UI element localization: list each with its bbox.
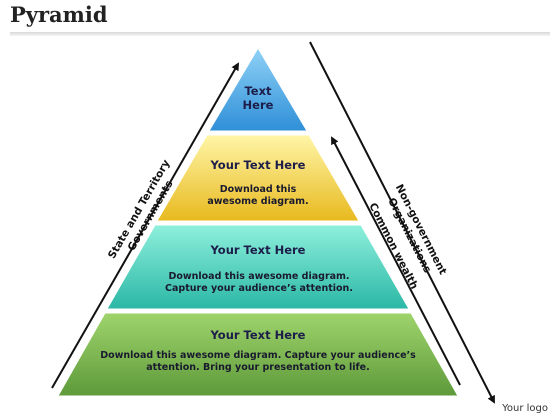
right-outer-down-arrow — [309, 41, 495, 404]
level-2-body: Download this awesome diagram. — [207, 184, 309, 207]
level-3-body: Download this awesome diagram. Capture y… — [165, 271, 353, 294]
level-4-heading: Your Text Here — [210, 328, 306, 342]
pyramid-level-3 — [106, 224, 410, 310]
footer-logo: Your logo — [502, 403, 548, 414]
pyramid-level-1 — [208, 47, 308, 132]
pyramid-level-2 — [156, 134, 360, 222]
level-3-heading: Your Text Here — [210, 243, 306, 257]
level-4-body: Download this awesome diagram. Capture y… — [100, 350, 416, 373]
level-2-heading: Your Text Here — [210, 158, 306, 172]
level-1-heading: Text Here — [242, 84, 274, 113]
left-up-arrow — [51, 62, 239, 389]
title-divider — [10, 32, 550, 36]
page-title: Pyramid — [10, 2, 108, 27]
right-inner-up-arrow — [331, 136, 461, 386]
pyramid-level-4 — [57, 312, 459, 397]
